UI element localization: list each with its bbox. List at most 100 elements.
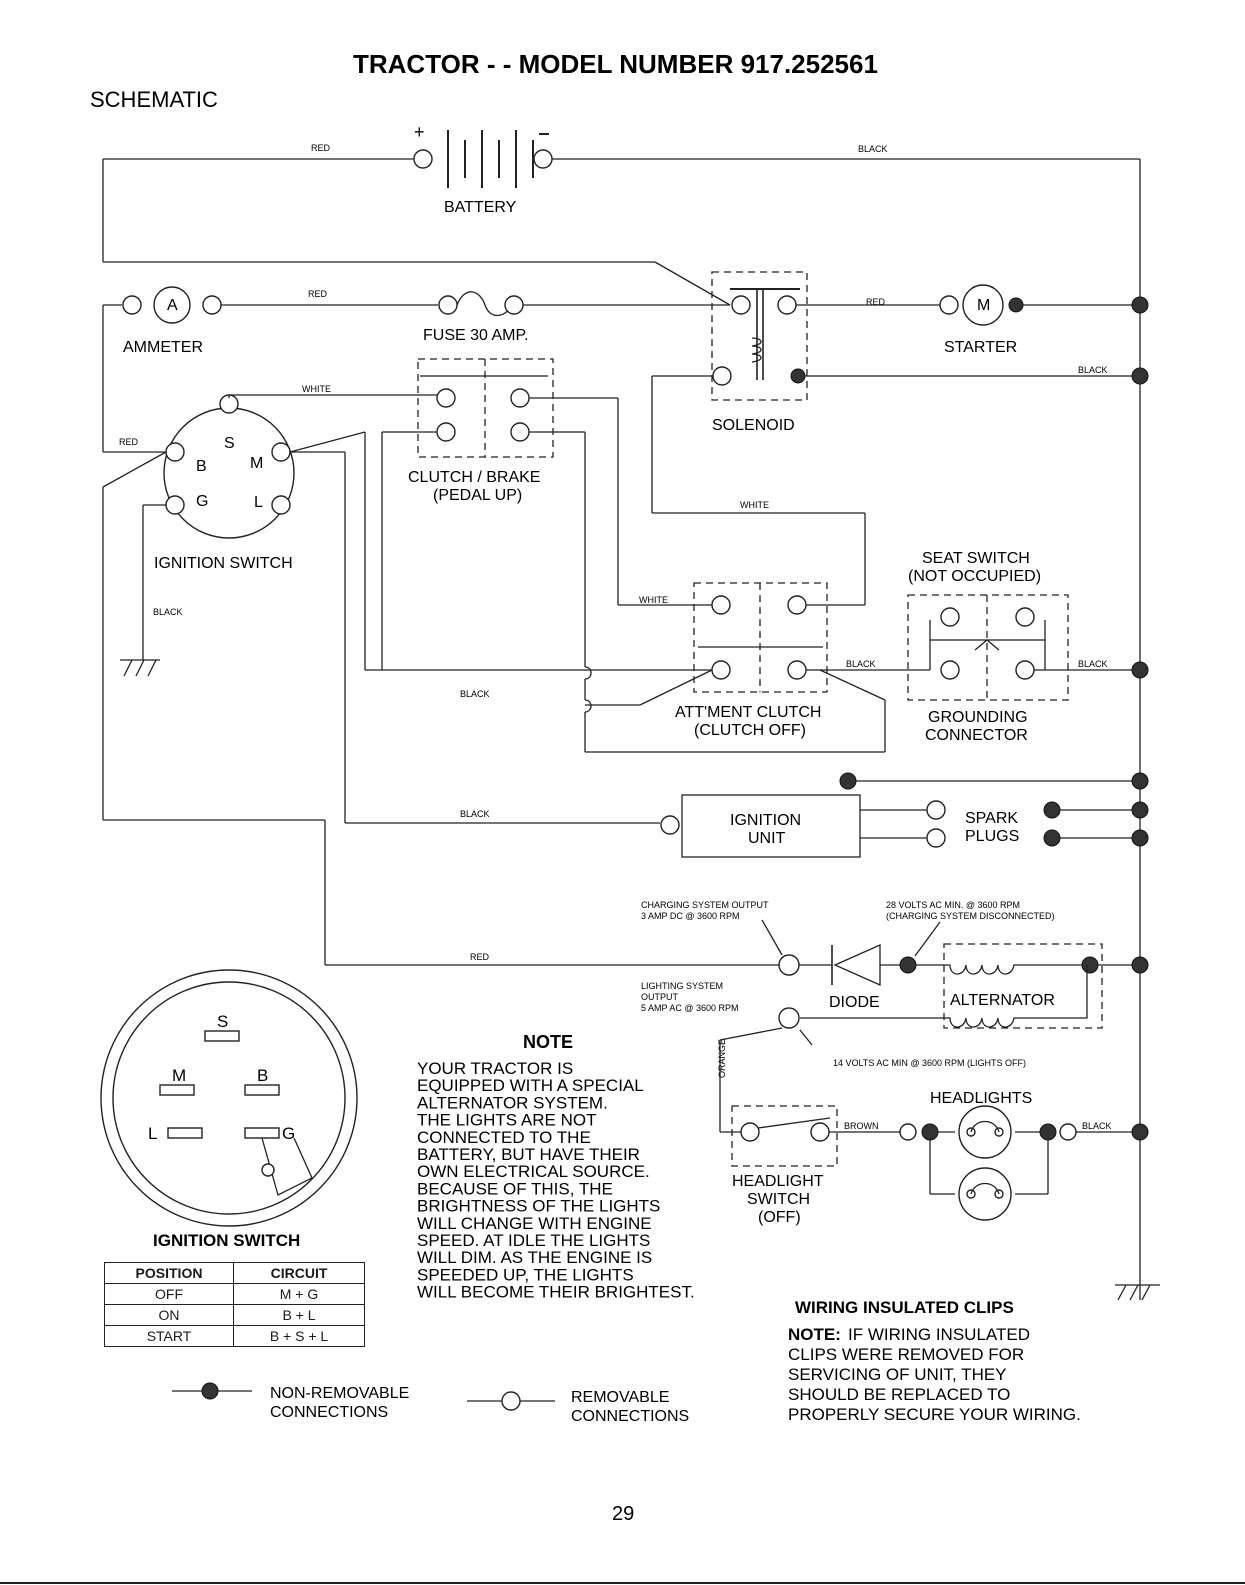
table-cell: B + S + L: [233, 1325, 365, 1347]
wire-label-black: BLACK: [1082, 1121, 1112, 1131]
text-line: WILL CHANGE WITH ENGINE: [417, 1214, 652, 1233]
clutch-brake-label: CLUTCH / BRAKE: [408, 469, 540, 486]
headlight-switch-state: (OFF): [758, 1209, 801, 1226]
face-terminal-s: S: [217, 1012, 228, 1031]
ammeter-label: AMMETER: [123, 339, 203, 356]
text-line: PROPERLY SECURE YOUR WIRING.: [788, 1405, 1081, 1424]
wire-label-red: RED: [119, 437, 139, 447]
ignition-unit-label: IGNITION: [730, 812, 801, 829]
section-title: SCHEMATIC: [90, 87, 218, 112]
wire-label-red: RED: [308, 289, 328, 299]
text-line: YOUR TRACTOR IS: [417, 1059, 573, 1078]
seat-switch: [907, 594, 1149, 701]
ac28-label-2: (CHARGING SYSTEM DISCONNECTED): [886, 911, 1055, 921]
alternator-label: ALTERNATOR: [950, 992, 1055, 1009]
ammeter: [102, 286, 438, 453]
legend-non-removable-2: CONNECTIONS: [270, 1404, 388, 1421]
ignition-position-table: POSITION CIRCUIT OFF M + G ON B + L STAR…: [104, 1262, 365, 1347]
wire-label-black: BLACK: [846, 659, 876, 669]
clips-heading: WIRING INSULATED CLIPS: [795, 1298, 1014, 1317]
solenoid-label: SOLENOID: [712, 417, 795, 434]
terminal-l: L: [254, 494, 263, 511]
table-cell: OFF: [104, 1283, 234, 1305]
starter-label: STARTER: [944, 339, 1017, 356]
text-line: ALTERNATOR SYSTEM.: [417, 1093, 608, 1112]
ammeter-symbol: A: [167, 297, 178, 314]
legend-removable: REMOVABLE: [571, 1389, 669, 1406]
note-heading: NOTE: [523, 1032, 573, 1052]
terminal-m: M: [250, 455, 263, 472]
page-title: TRACTOR - - MODEL NUMBER 917.252561: [353, 49, 878, 79]
wire-label-black: BLACK: [1078, 365, 1108, 375]
attment-clutch-switch: [585, 582, 930, 706]
text-line: SPEED. AT IDLE THE LIGHTS: [417, 1231, 650, 1250]
starter-symbol: M: [977, 297, 990, 314]
clips-note-line1: IF WIRING INSULATED: [848, 1325, 1030, 1344]
grounding-connector-label-2: CONNECTOR: [925, 727, 1028, 744]
plus-sign: +: [414, 122, 425, 142]
text-line: EQUIPPED WITH A SPECIAL: [417, 1076, 644, 1095]
attment-clutch-sub: (CLUTCH OFF): [694, 722, 806, 739]
clutch-brake-sub: (PEDAL UP): [433, 487, 522, 504]
wire-label-brown: BROWN: [844, 1121, 879, 1131]
terminal-b: B: [196, 458, 207, 475]
seat-switch-label: SEAT SWITCH: [922, 550, 1030, 567]
clutch-brake-switch: [381, 358, 886, 753]
wire-label-red: RED: [470, 952, 490, 962]
page-number: 29: [612, 1503, 634, 1525]
lighting-system-label: LIGHTING SYSTEM: [641, 981, 723, 991]
wire-label-white: WHITE: [302, 384, 331, 394]
face-terminal-l: L: [148, 1124, 157, 1143]
table-row: ON B + L: [104, 1304, 365, 1326]
ignition-table-title: IGNITION SWITCH: [153, 1231, 300, 1250]
face-terminal-g: G: [282, 1124, 295, 1143]
ignition-unit-label-2: UNIT: [748, 830, 786, 847]
ignition-unit: [660, 772, 1149, 858]
starter: [939, 284, 1149, 385]
headlight-switch-label-2: SWITCH: [747, 1191, 810, 1208]
spark-plugs-label-2: PLUGS: [965, 828, 1019, 845]
legend-non-removable: NON-REMOVABLE: [270, 1385, 409, 1402]
ac14-label: 14 VOLTS AC MIN @ 3600 RPM (LIGHTS OFF): [833, 1058, 1026, 1068]
battery: +: [102, 122, 1141, 1300]
wire-label-red: RED: [866, 297, 886, 307]
lighting-system-rating: 5 AMP AC @ 3600 RPM: [641, 1003, 739, 1013]
headlight-circuit: [731, 1105, 1160, 1301]
wire-label-black: BLACK: [460, 809, 490, 819]
text-line: OWN ELECTRICAL SOURCE.: [417, 1162, 650, 1181]
text-line: CLIPS WERE REMOVED FOR: [788, 1345, 1024, 1364]
table-header-circuit: CIRCUIT: [233, 1262, 365, 1284]
table-cell: ON: [104, 1304, 234, 1326]
seat-switch-sub: (NOT OCCUPIED): [908, 568, 1041, 585]
wire-label-red: RED: [311, 143, 331, 153]
ignition-switch-face: [100, 969, 358, 1227]
text-line: WILL BECOME THEIR BRIGHTEST.: [417, 1283, 695, 1302]
terminal-g: G: [196, 493, 208, 510]
face-terminal-m: M: [172, 1066, 186, 1085]
attment-clutch-label: ATT'MENT CLUTCH: [675, 704, 821, 721]
wire-label-white: WHITE: [639, 595, 668, 605]
text-line: BECAUSE OF THIS, THE: [417, 1179, 613, 1198]
face-terminal-b: B: [257, 1066, 268, 1085]
wire-label-black: BLACK: [1078, 659, 1108, 669]
table-cell: START: [104, 1325, 234, 1347]
text-line: CONNECTED TO THE: [417, 1128, 591, 1147]
spark-plugs-label: SPARK: [965, 810, 1018, 827]
grounding-connector-label: GROUNDING: [928, 709, 1028, 726]
wire-label-black: BLACK: [153, 607, 183, 617]
text-line: SHOULD BE REPLACED TO: [788, 1385, 1010, 1404]
table-cell: B + L: [233, 1304, 365, 1326]
wire-label-white: WHITE: [740, 500, 769, 510]
table-row: OFF M + G: [104, 1283, 365, 1305]
headlight-switch-label: HEADLIGHT: [732, 1173, 824, 1190]
charging-output-rating: 3 AMP DC @ 3600 RPM: [641, 911, 740, 921]
wire-label-black: BLACK: [460, 689, 490, 699]
diode-label: DIODE: [829, 994, 880, 1011]
clips-note-label: NOTE:: [788, 1325, 841, 1344]
ignition-switch: [102, 394, 780, 966]
fuse: [438, 291, 730, 317]
wire-label-orange: ORANGE: [717, 1039, 727, 1078]
headlights-label: HEADLIGHTS: [930, 1090, 1032, 1107]
